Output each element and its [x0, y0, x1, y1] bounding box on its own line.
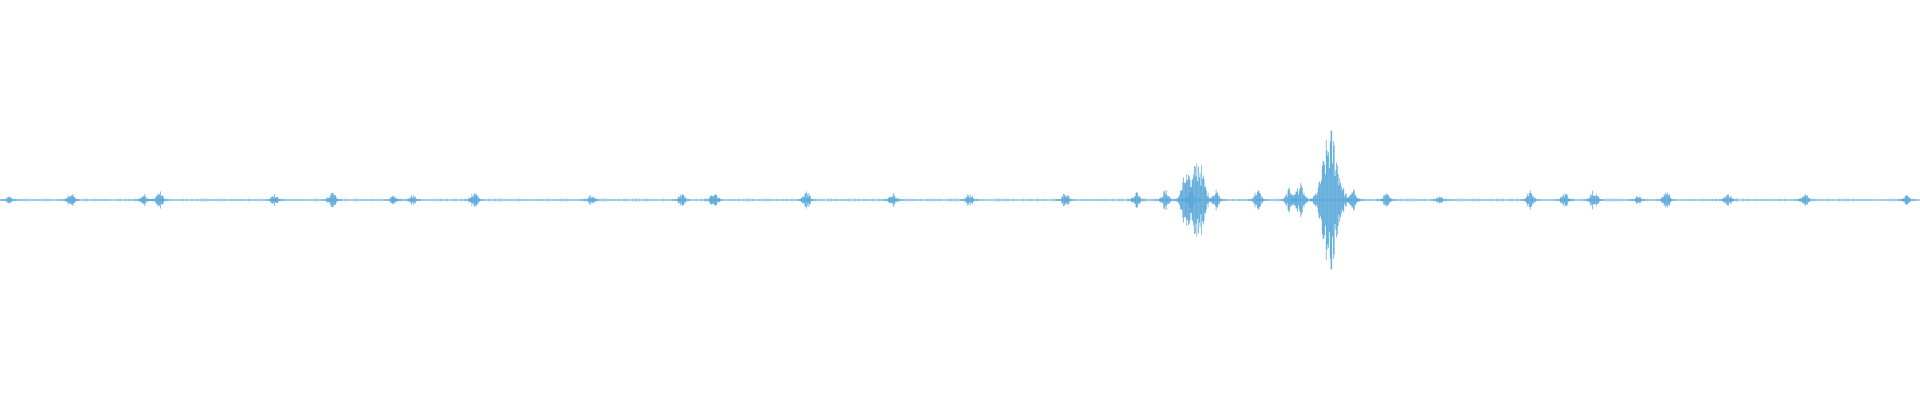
waveform-burst	[582, 195, 600, 205]
waveform-burst	[1656, 192, 1676, 208]
waveform-burst	[61, 194, 80, 206]
waveform-burst	[0, 196, 19, 204]
waveform-burst	[1718, 194, 1737, 206]
waveform-burst	[134, 194, 154, 206]
waveform-bursts	[0, 130, 1918, 270]
waveform-burst	[1795, 194, 1815, 206]
waveform-burst	[1555, 193, 1575, 207]
waveform-burst	[1205, 189, 1226, 211]
waveform-burst	[1343, 189, 1364, 211]
waveform-burst	[1288, 182, 1311, 218]
waveform-burst	[883, 193, 902, 207]
waveform-burst	[1897, 195, 1916, 205]
waveform-burst	[1628, 196, 1647, 204]
waveform-burst	[149, 191, 169, 209]
waveform-burst	[464, 193, 484, 207]
waveform-burst	[704, 194, 724, 206]
waveform-burst	[1583, 190, 1604, 210]
waveform-burst	[1376, 193, 1396, 207]
waveform-burst	[265, 194, 284, 206]
waveform-burst	[1055, 193, 1076, 207]
waveform-burst	[960, 194, 979, 206]
waveform-burst	[1126, 191, 1146, 209]
waveform-burst	[403, 195, 422, 205]
waveform-burst	[322, 192, 342, 208]
waveform-burst	[672, 193, 691, 207]
waveform-burst	[1431, 196, 1449, 204]
waveform-burst	[1247, 190, 1268, 210]
waveform-burst	[384, 195, 403, 205]
waveform-burst	[796, 191, 816, 209]
waveform-burst	[1155, 189, 1176, 211]
waveform-burst	[1520, 190, 1540, 210]
